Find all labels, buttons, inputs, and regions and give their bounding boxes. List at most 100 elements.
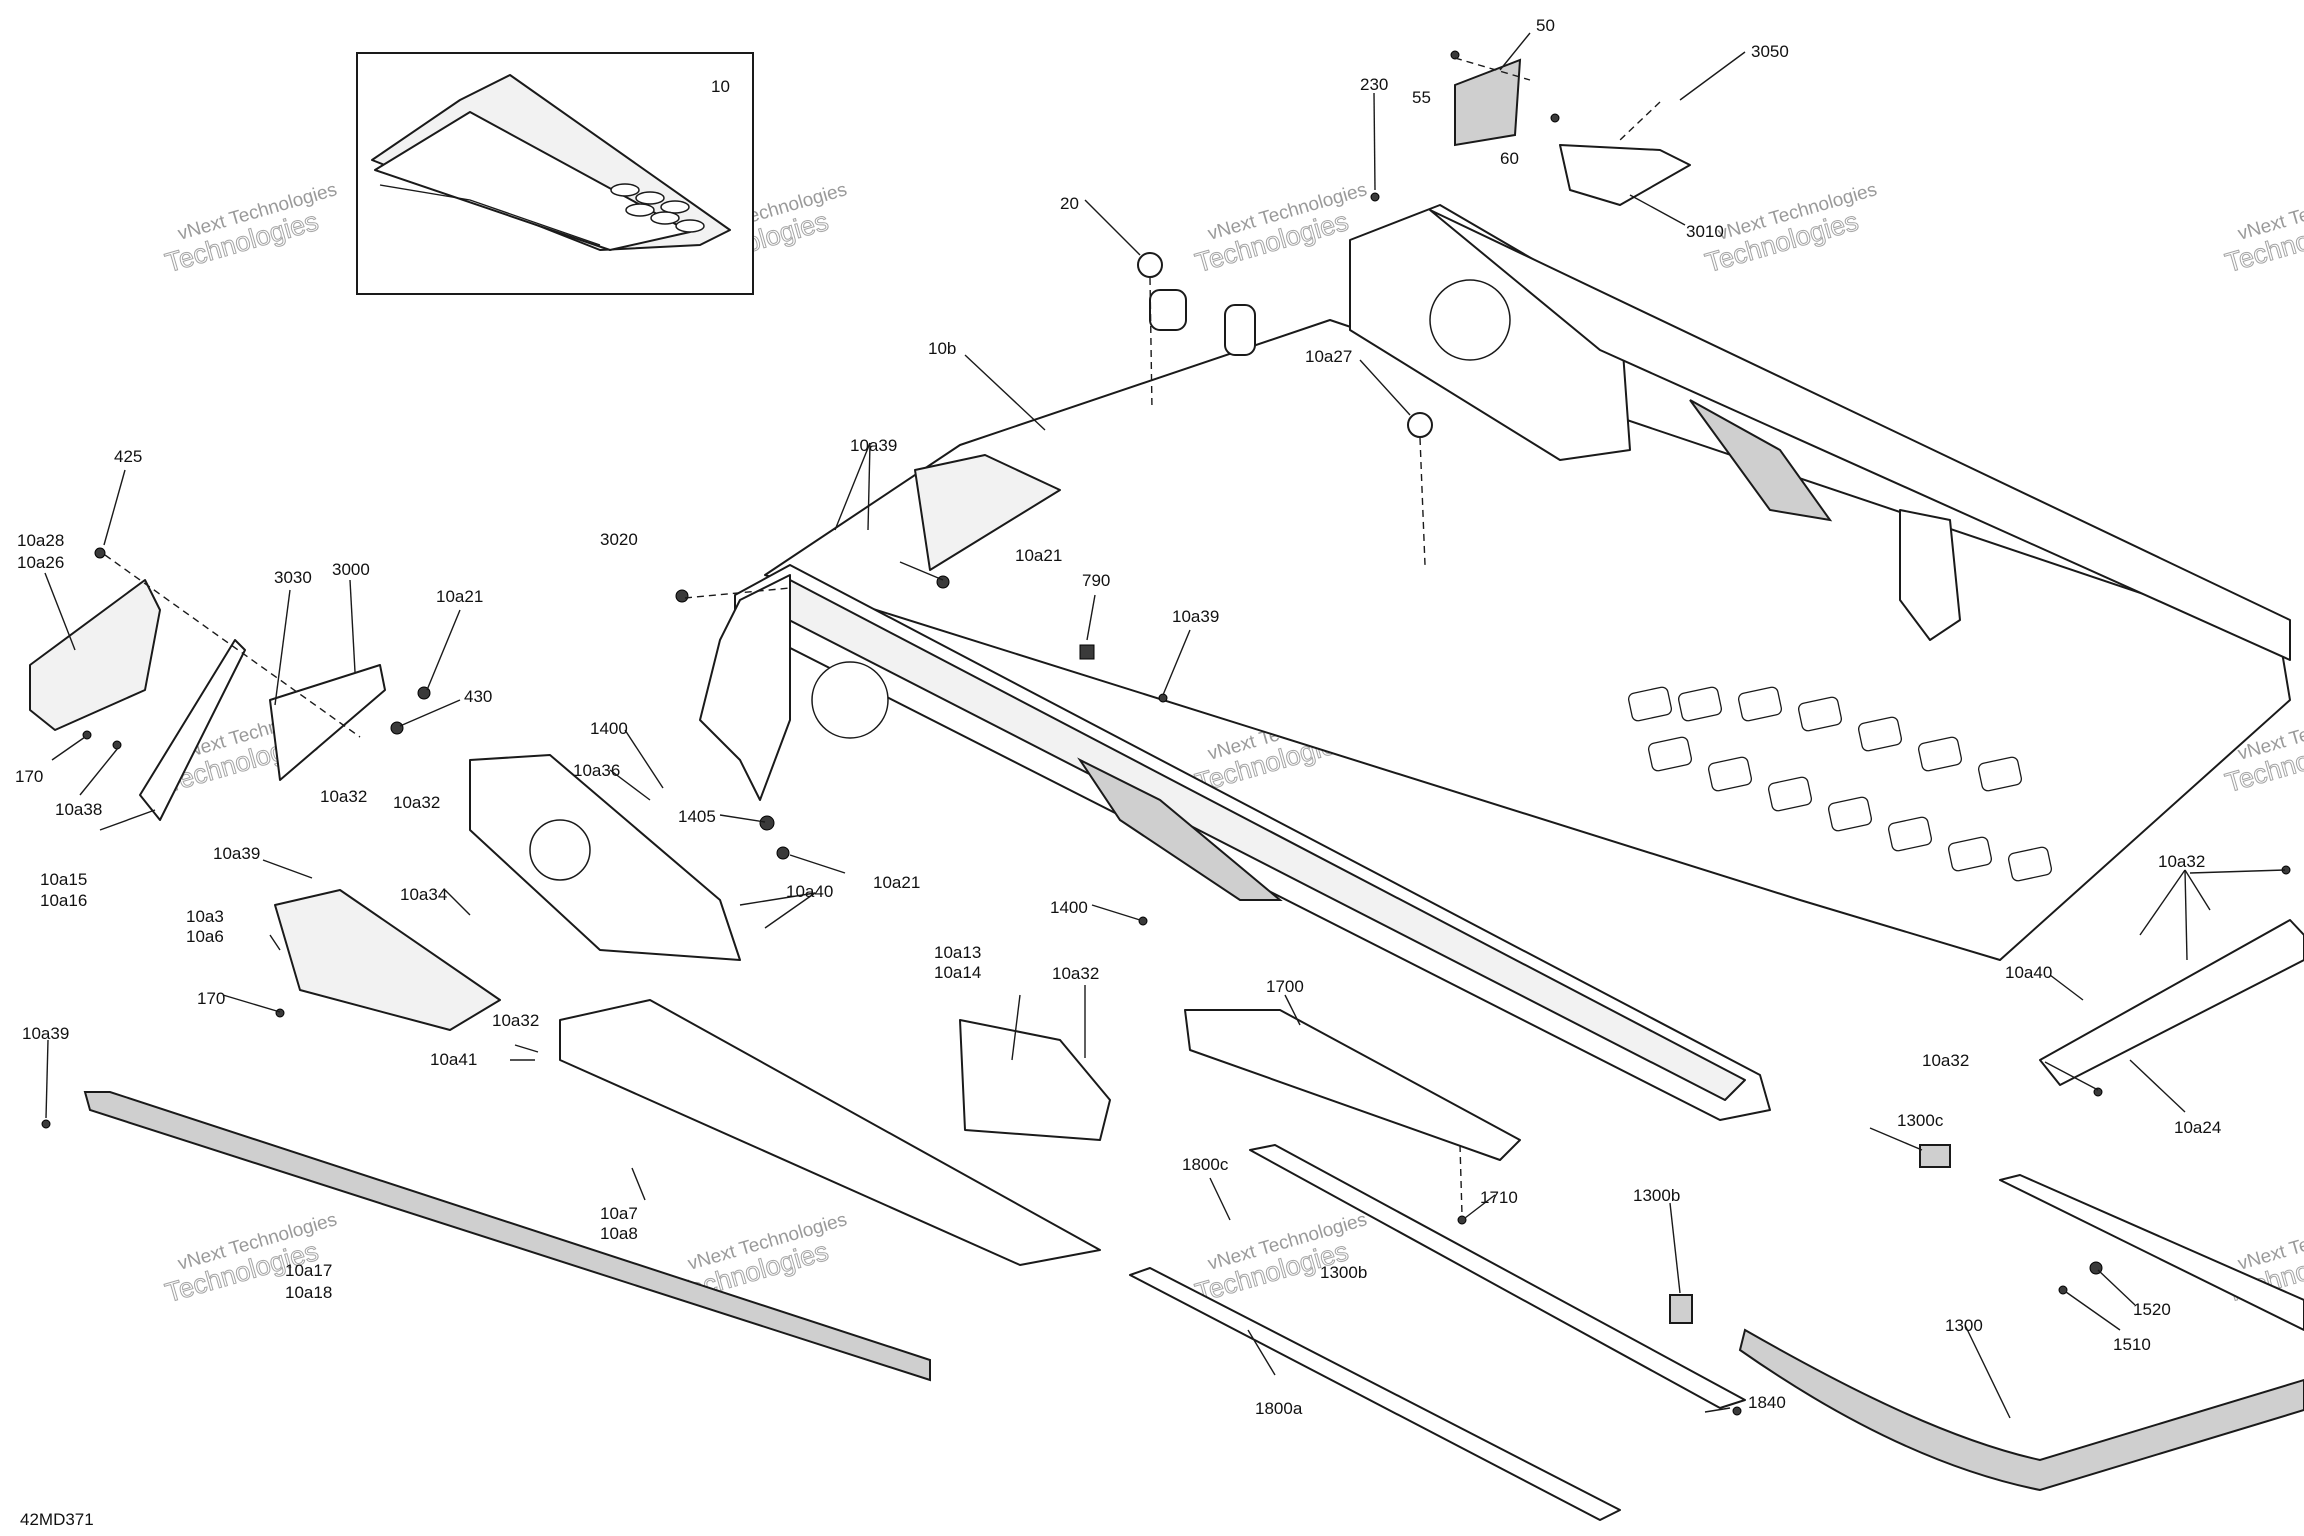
callout-label: 430 — [464, 687, 492, 706]
callout-label: 170 — [15, 767, 43, 786]
callout-label: 1700 — [1266, 977, 1304, 996]
callout-label: 10a28 — [17, 531, 64, 550]
bottom-parts — [1129, 919, 2304, 1521]
spacer-790 — [1079, 644, 1095, 660]
plug-1400 — [1138, 916, 1148, 926]
callout-label: 1520 — [2133, 1300, 2171, 1319]
callout-label: 10a41 — [430, 1050, 477, 1069]
callout-label: 1400 — [1050, 898, 1088, 917]
callout-label: 10a18 — [285, 1283, 332, 1302]
callout-label: 1300c — [1897, 1111, 1944, 1130]
guard-plate-50 — [1454, 58, 1522, 147]
nut-60 — [1550, 113, 1560, 123]
inset-view: 10 — [356, 52, 754, 295]
drive-shaft-opening — [1429, 279, 1511, 361]
lower-bracket — [274, 889, 501, 1031]
callout-label: 10a27 — [1305, 347, 1352, 366]
rivet-10a39 — [41, 1119, 51, 1129]
callout-label: 10a32 — [1052, 964, 1099, 983]
callout-label: 10a32 — [393, 793, 440, 812]
tunnel-right-rail — [1429, 209, 2291, 661]
callout-label: 20 — [1060, 194, 1079, 213]
callout-label: 10a6 — [186, 927, 224, 946]
callout-labels: 50 3050 230 55 60 3010 20 10b 10a27 425 … — [15, 16, 2221, 1418]
callout-label: 10b — [928, 339, 956, 358]
bolt-230 — [1370, 192, 1380, 202]
callout-label: 10a24 — [2174, 1118, 2221, 1137]
top-right-parts — [1454, 58, 1691, 206]
callout-label: 10a34 — [400, 885, 447, 904]
footrest-support-bar — [139, 639, 246, 821]
step-bracket — [959, 1019, 1111, 1141]
fasteners — [41, 50, 2291, 1416]
callout-label: 1510 — [2113, 1335, 2151, 1354]
footrest-bracket — [29, 579, 161, 731]
nut-170 — [275, 1008, 285, 1018]
callout-label: 3000 — [332, 560, 370, 579]
callout-label: 10a14 — [934, 963, 981, 982]
callout-label: 10a16 — [40, 891, 87, 910]
callout-label: 3020 — [600, 530, 638, 549]
tunnel-bushing — [1149, 289, 1187, 331]
callout-label: 55 — [1412, 88, 1431, 107]
callout-label: 1800a — [1255, 1399, 1303, 1418]
rear-bumper-support-10a24 — [2039, 919, 2304, 1086]
callout-label: 10a21 — [436, 587, 483, 606]
callout-label: 10a36 — [573, 761, 620, 780]
tunnel-assembly — [699, 204, 2291, 1121]
callout-label: 10a38 — [55, 800, 102, 819]
callout-label: 10a32 — [1922, 1051, 1969, 1070]
bumper-end-cap-1300b — [1669, 1294, 1693, 1324]
tunnel-front-gusset — [914, 454, 1061, 571]
nut-430 — [390, 721, 404, 735]
callout-label: 10a13 — [934, 943, 981, 962]
bolt-1510 — [2058, 1285, 2068, 1295]
callout-label: 1300 — [1945, 1316, 1983, 1335]
bolt-425 — [94, 547, 106, 559]
callout-label: 10a40 — [786, 882, 833, 901]
callout-label: 1405 — [678, 807, 716, 826]
rear-bracket — [1899, 509, 1961, 641]
rear-bumper-bar — [1999, 1174, 2304, 1331]
callout-label: 1300b — [1633, 1186, 1680, 1205]
callout-label: 1840 — [1748, 1393, 1786, 1412]
callout-label: 10a32 — [320, 787, 367, 806]
callout-label: 10a32 — [492, 1011, 539, 1030]
tunnel-top-panel — [764, 319, 2291, 961]
drawing-code: 42MD371 — [20, 1510, 94, 1529]
side-panel-hole — [529, 819, 591, 881]
callout-label: 10a39 — [22, 1024, 69, 1043]
screw-1840 — [1732, 1406, 1742, 1416]
grommet-20 — [1137, 252, 1163, 278]
callout-label: 790 — [1082, 571, 1110, 590]
inset-callout: 10 — [711, 77, 730, 96]
heat-exchanger-cutouts — [1627, 686, 2053, 882]
floor-support — [559, 999, 1101, 1266]
callout-label: 50 — [1536, 16, 1555, 35]
rivet-10a32 — [2093, 1087, 2103, 1097]
running-board-1800a — [1129, 1267, 1621, 1521]
callout-label: 230 — [1360, 75, 1388, 94]
callout-label: 1800c — [1182, 1155, 1229, 1174]
screw-1710 — [1457, 1215, 1467, 1225]
nut-3020 — [675, 589, 689, 603]
tunnel-side-vent — [1689, 399, 1833, 522]
handle-3010 — [1559, 144, 1691, 206]
grommet-10a27 — [1407, 412, 1433, 438]
callout-label: 10a3 — [186, 907, 224, 926]
nut-10a21 — [776, 846, 790, 860]
callout-label: 10a40 — [2005, 963, 2052, 982]
callout-label: 170 — [197, 989, 225, 1008]
screw-55 — [1450, 50, 1460, 60]
callout-label: 10a8 — [600, 1224, 638, 1243]
left-side-parts — [29, 579, 1111, 1382]
callout-label: 10a21 — [873, 873, 920, 892]
inset-rail — [379, 184, 601, 246]
callout-label: 10a39 — [1172, 607, 1219, 626]
callout-label: 10a32 — [2158, 852, 2205, 871]
inset-cutouts — [610, 183, 705, 233]
callout-label: 10a17 — [285, 1261, 332, 1280]
tunnel-left-wall — [699, 574, 791, 801]
bumper-end-cap-1300c — [1919, 1144, 1951, 1168]
callout-label: 1710 — [1480, 1188, 1518, 1207]
